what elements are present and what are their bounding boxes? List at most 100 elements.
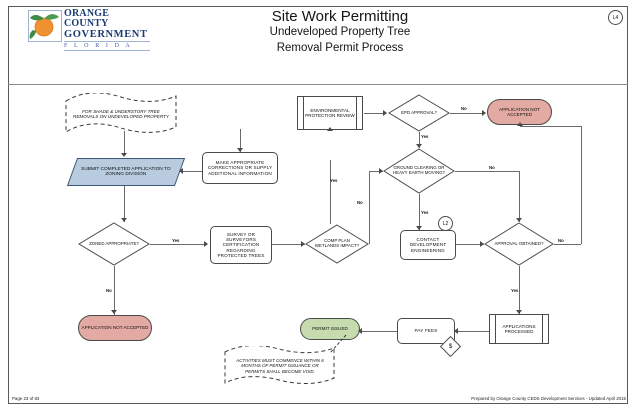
edge-submit-to-zoned: [124, 186, 125, 222]
orange-county-logo: ORANGE COUNTY GOVERNMENT F L O R I D A: [28, 9, 150, 51]
survey-certification-label: SURVEY OR SURVEYORS CERTIFICATION REGARD…: [217, 232, 265, 258]
logo-line-3: F L O R I D A: [64, 41, 150, 51]
edge-label-ground-yes: Yes: [421, 210, 429, 215]
submit-application-node[interactable]: SUBMIT COMPLETED APPLICATION TO ZONING D…: [66, 158, 186, 186]
application-not-accepted-top-label: APPLICATION NOT ACCEPTED: [498, 106, 540, 117]
make-corrections-node[interactable]: MAKE APPROPRIATE CORRECTIONS OR SUPPLY A…: [202, 152, 278, 184]
edge-environmental-to-epd-arrow: [383, 110, 387, 116]
approval-obtained-diamond: [484, 222, 554, 266]
edge-payfees-to-permit-arrow: [358, 328, 362, 334]
fee-badge-label: $: [448, 343, 453, 350]
comp-plan-wetlands-diamond: [305, 224, 369, 264]
edge-label-epd-yes: Yes: [421, 134, 429, 139]
edge-ground-no-h: [455, 171, 519, 172]
edge-survey-to-wetlands-arrow: [301, 241, 305, 247]
edge-contact-to-approval: [456, 244, 484, 245]
edge-label-wetlands-yes: Yes: [330, 178, 338, 183]
application-not-accepted-bottom-node[interactable]: APPLICATION NOT ACCEPTED: [78, 315, 152, 341]
edge-approval-no-arrow: [517, 122, 523, 126]
ground-clearing-label: GROUND CLEARING OR HEAVY EARTH MOVING?: [393, 165, 445, 175]
edge-wetlands-yes-to-ground-arrow: [379, 168, 383, 174]
edge-processed-to-payfees-arrow: [454, 328, 458, 334]
epd-approval-decision[interactable]: EPD APPROVAL?: [388, 94, 450, 132]
edge-ground-no-arrow: [516, 218, 522, 222]
page-border: [8, 6, 628, 404]
scope-note-shape: [65, 92, 177, 133]
logo-wordmark: ORANGE COUNTY GOVERNMENT F L O R I D A: [64, 9, 150, 51]
footer-page-number: Page 23 of 83: [12, 396, 40, 401]
environmental-review-node[interactable]: ENVIRONMENTAL PROTECTION REVIEW: [297, 96, 363, 130]
edge-corrections-to-submit: [181, 171, 202, 172]
applications-processed-node[interactable]: APPLICATIONS PROCESSED: [489, 314, 549, 344]
zoned-appropriate-diamond: [78, 222, 150, 266]
pay-fees-label: PAY FEES: [414, 328, 438, 334]
comp-plan-wetlands-label: COMP PLAN WETLANDS IMPACT?: [314, 238, 360, 248]
edge-epd-yes-arrow: [416, 144, 422, 148]
permit-issued-node[interactable]: PERMIT ISSUED: [300, 318, 360, 340]
edge-wetlands-yes-v: [369, 171, 370, 244]
connector-l2: L2: [438, 216, 453, 231]
edge-epdno-to-corrections: [240, 129, 241, 152]
orange-fruit-svg: [29, 14, 59, 39]
ground-clearing-decision[interactable]: GROUND CLEARING OR HEAVY EARTH MOVING?: [383, 148, 455, 194]
header-divider: [8, 84, 628, 85]
edge-label-ground-no: No: [489, 165, 495, 170]
edge-approval-yes: [519, 266, 520, 314]
edge-payfees-to-permit: [360, 331, 397, 332]
edge-label-approval-yes: Yes: [511, 288, 519, 293]
scope-note-label: FOR SHADE & UNDERSTORY TREE REMOVALS ON …: [73, 108, 169, 120]
edge-label-zoned-yes: Yes: [172, 238, 180, 243]
make-corrections-label: MAKE APPROPRIATE CORRECTIONS OR SUPPLY A…: [207, 160, 273, 176]
epd-approval-label: EPD APPROVAL?: [401, 109, 437, 115]
edge-wetlands-no-v: [330, 192, 331, 224]
connector-l4-label: L4: [612, 14, 619, 21]
edge-processed-to-payfees: [456, 331, 489, 332]
edge-wetlandsno-to-environmental: [330, 160, 331, 192]
edge-contact-to-approval-arrow: [480, 241, 484, 247]
survey-certification-node[interactable]: SURVEY OR SURVEYORS CERTIFICATION REGARD…: [210, 226, 272, 264]
edge-approval-no-top: [520, 126, 581, 127]
approval-obtained-label: APPROVAL OBTAINED?: [494, 240, 544, 246]
contact-development-engineering-node[interactable]: CONTACT DEVELOPMENT ENGINEERING: [400, 230, 456, 260]
page-title: Site Work Permitting: [271, 8, 409, 25]
connector-l2-label: L2: [442, 220, 449, 227]
epd-approval-diamond: [388, 94, 450, 132]
approval-obtained-decision[interactable]: APPROVAL OBTAINED?: [484, 222, 554, 266]
ground-clearing-diamond: [383, 148, 455, 194]
edge-scope-to-submit-arrow: [121, 153, 127, 157]
edge-ground-yes: [419, 194, 420, 230]
zoned-appropriate-decision[interactable]: ZONED APPROPRIATE?: [78, 222, 150, 266]
logo-line-1: ORANGE COUNTY: [64, 8, 110, 29]
edge-label-zoned-no: No: [106, 288, 112, 293]
footer-credit: Prepared by Orange County CEDS Developme…: [471, 396, 626, 401]
edge-ground-yes-arrow: [416, 226, 422, 230]
page-subtitle-line-2: Removal Permit Process: [276, 42, 404, 54]
scope-note: FOR SHADE & UNDERSTORY TREE REMOVALS ON …: [62, 92, 180, 135]
edge-label-wetlands-no: No: [357, 200, 363, 205]
orange-fruit-icon: [28, 10, 62, 42]
edge-ground-no-v: [519, 171, 520, 222]
commence-note-label: ACTIVITIES MUST COMMENCE WITHIN 6 MONTHS…: [236, 357, 324, 374]
edge-zoned-yes-arrow: [204, 241, 208, 247]
application-not-accepted-bottom-label: APPLICATION NOT ACCEPTED: [81, 325, 149, 331]
commence-note-leader: [329, 334, 347, 354]
edge-epdno-to-corrections-arrow: [237, 148, 243, 152]
permit-issued-label: PERMIT ISSUED: [312, 326, 348, 332]
environmental-review-label: ENVIRONMENTAL PROTECTION REVIEW: [305, 107, 355, 118]
commence-note: ACTIVITIES MUST COMMENCE WITHIN 6 MONTHS…: [222, 345, 338, 386]
edge-label-epd-no: No: [461, 106, 467, 111]
edge-epd-no: [450, 113, 485, 114]
applications-processed-label: APPLICATIONS PROCESSED: [502, 323, 536, 334]
edge-epd-yes: [419, 132, 420, 148]
edge-epd-no-arrow: [482, 110, 486, 116]
zoned-appropriate-label: ZONED APPROPRIATE?: [89, 240, 139, 246]
logo-line-2: GOVERNMENT: [64, 29, 148, 40]
comp-plan-wetlands-decision[interactable]: COMP PLAN WETLANDS IMPACT?: [305, 224, 369, 264]
edge-approval-no-h: [554, 244, 581, 245]
edge-wetlands-yes-to-ground: [369, 171, 383, 172]
edge-scope-to-submit: [124, 131, 125, 154]
edge-environmental-up-arrow: [327, 127, 333, 131]
commence-note-shape: [224, 345, 335, 384]
edge-environmental-to-epd: [364, 113, 385, 114]
